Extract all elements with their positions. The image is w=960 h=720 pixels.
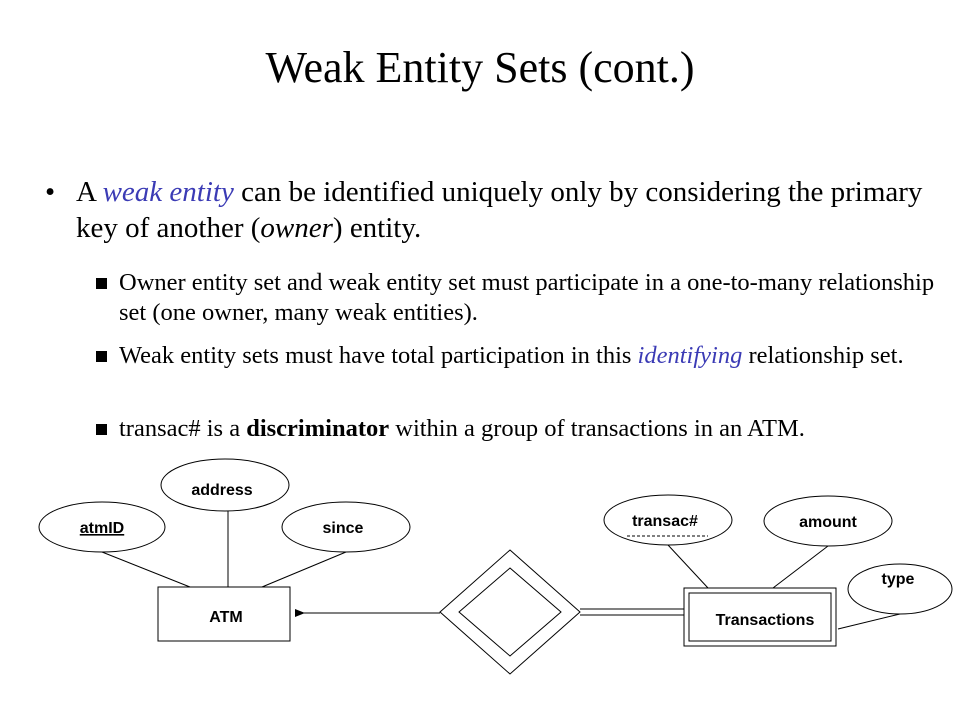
transac-label: transac# — [632, 513, 698, 530]
identifying-relationship-inner — [458, 567, 562, 657]
transac-attribute — [603, 494, 733, 546]
since-connector — [261, 551, 347, 588]
discriminator-term: discriminator — [246, 415, 390, 442]
amount-attribute — [763, 495, 893, 547]
type-label: type — [882, 571, 915, 588]
transactions-label: Transactions — [716, 612, 815, 629]
transactions-entity-inner — [688, 592, 832, 642]
atmid-attribute — [38, 501, 166, 553]
owner-term: owner — [260, 212, 333, 244]
identifying-relationship — [439, 549, 581, 675]
weak-entity-term: weak entity — [102, 176, 234, 208]
sub-bullet-3-text: transac# is a discriminator within a gro… — [119, 415, 805, 442]
type-attribute — [847, 563, 953, 615]
atm-entity — [157, 586, 291, 642]
transactions-entity — [683, 587, 837, 647]
atmid-connector — [101, 551, 191, 588]
sub-bullet-marker — [96, 351, 107, 362]
amount-connector — [772, 545, 829, 589]
slide-title: Weak Entity Sets (cont.) — [265, 43, 695, 92]
address-attribute — [160, 458, 290, 512]
type-connector — [837, 613, 901, 630]
transac-connector — [667, 544, 709, 589]
sub-bullet-1-text: Owner entity set and weak entity set mus… — [119, 269, 935, 326]
bullet-dot: • — [45, 176, 56, 208]
sub-bullet-marker — [96, 278, 107, 289]
atmid-label: atmID — [80, 520, 124, 537]
sub-bullet-marker — [96, 424, 107, 435]
since-label: since — [323, 520, 364, 537]
since-attribute — [281, 501, 411, 553]
amount-label: amount — [799, 514, 857, 531]
address-label: address — [191, 482, 252, 499]
sub-bullet-2-text: Weak entity sets must have total partici… — [119, 342, 904, 369]
identifying-term: identifying — [637, 342, 743, 369]
bullet-main-text: A weak entity can be identified uniquely… — [76, 176, 923, 244]
atm-label: ATM — [209, 609, 242, 626]
